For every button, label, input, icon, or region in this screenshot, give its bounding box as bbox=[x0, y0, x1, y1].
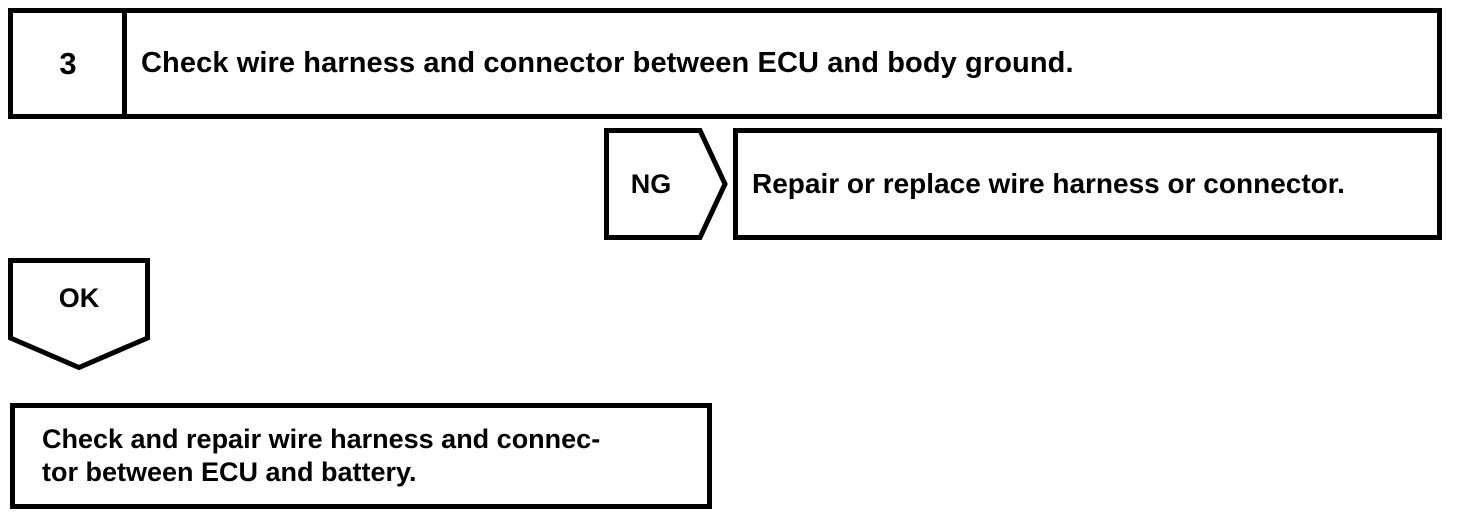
ng-branch-arrow: NG bbox=[604, 128, 728, 240]
step-instruction-text: Check wire harness and connector between… bbox=[141, 46, 1074, 79]
ok-result-line-1: Check and repair wire harness and connec… bbox=[42, 424, 601, 455]
ng-result-box: Repair or replace wire harness or connec… bbox=[733, 128, 1442, 240]
ng-result-text: Repair or replace wire harness or connec… bbox=[752, 167, 1345, 199]
ok-arrow-pentagon-icon bbox=[8, 258, 150, 370]
ok-result-line-2: tor between ECU and battery. bbox=[42, 457, 417, 487]
ok-result-box: Check and repair wire harness and connec… bbox=[10, 403, 712, 509]
ok-result-text: Check and repair wire harness and connec… bbox=[15, 423, 600, 489]
step-header-box: 3 Check wire harness and connector betwe… bbox=[8, 8, 1442, 119]
ng-arrow-pentagon-icon bbox=[604, 128, 728, 240]
step-number-cell: 3 bbox=[13, 13, 123, 114]
step-number: 3 bbox=[59, 46, 77, 81]
step-box-divider bbox=[122, 13, 127, 114]
step-instruction-cell: Check wire harness and connector between… bbox=[141, 13, 1429, 114]
ng-branch-label: NG bbox=[630, 168, 672, 199]
ok-branch-label: OK bbox=[58, 282, 100, 313]
ok-branch-arrow: OK bbox=[8, 258, 150, 370]
